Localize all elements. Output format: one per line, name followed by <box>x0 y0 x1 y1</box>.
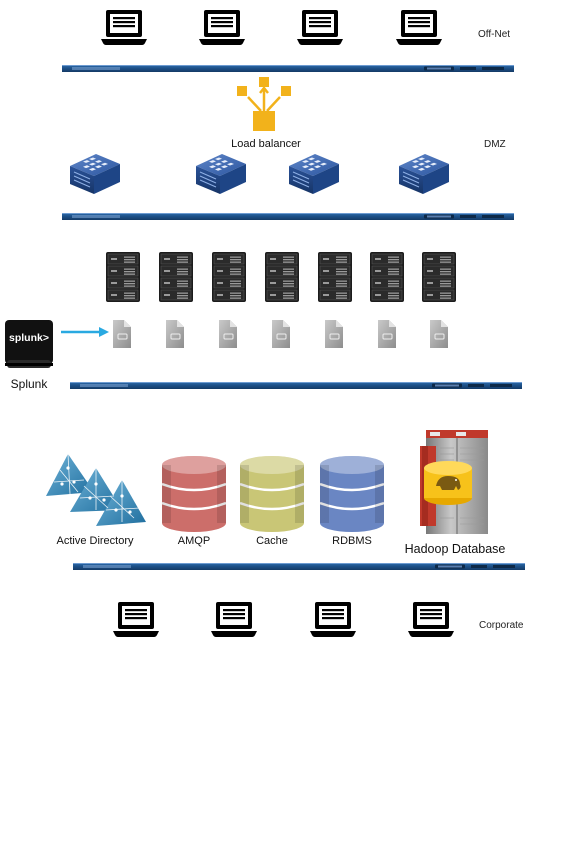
cache-label: Cache <box>256 535 288 547</box>
log-file-icon <box>377 320 397 348</box>
hadoop-database-icon <box>420 430 488 534</box>
database-icon-rdbms <box>320 455 384 533</box>
arrow-icon <box>61 327 109 337</box>
zone-label-corporate: Corporate <box>479 620 524 631</box>
network-switch-icon <box>62 65 514 72</box>
laptop-icon <box>199 10 245 45</box>
log-file-icon <box>165 320 185 348</box>
firewall-icon <box>69 153 121 195</box>
splunk-logo-text: splunk> <box>9 332 49 344</box>
firewall-icon <box>398 153 450 195</box>
load-balancer-icon <box>237 77 291 131</box>
log-file-icon <box>324 320 344 348</box>
log-file-icon <box>218 320 238 348</box>
database-icon-amqp <box>162 455 226 533</box>
server-rack-icon <box>265 252 299 302</box>
server-rack-icon <box>159 252 193 302</box>
zone-label-dmz: DMZ <box>484 139 506 150</box>
laptop-icon <box>101 10 147 45</box>
splunk-label: Splunk <box>10 377 48 391</box>
laptop-icon <box>408 602 454 637</box>
database-icon-cache <box>240 455 304 533</box>
server-rack-icon <box>212 252 246 302</box>
server-rack-icon <box>422 252 456 302</box>
rdbms-label: RDBMS <box>332 535 372 547</box>
server-rack-icon <box>370 252 404 302</box>
laptop-icon <box>310 602 356 637</box>
laptop-icon <box>211 602 257 637</box>
laptop-icon <box>113 602 159 637</box>
laptop-icon <box>396 10 442 45</box>
log-files-row <box>0 318 576 350</box>
server-rack-icon <box>106 252 140 302</box>
active-directory-label: Active Directory <box>56 535 134 547</box>
network-switch-icon <box>73 563 525 570</box>
firewall-icon <box>288 153 340 195</box>
hadoop-database-label: Hadoop Database <box>404 542 506 556</box>
laptop-icon <box>297 10 343 45</box>
network-switch-icon <box>62 213 514 220</box>
server-rack-icon <box>318 252 352 302</box>
load-balancer-label: Load balancer <box>231 138 301 150</box>
dmz-firewalls <box>0 148 576 198</box>
log-file-icon <box>429 320 449 348</box>
active-directory-icon <box>46 453 146 526</box>
server-row <box>0 252 576 304</box>
network-switch-icon <box>70 382 522 389</box>
splunk-appliance-icon <box>5 320 53 368</box>
log-file-icon <box>271 320 291 348</box>
amqp-label: AMQP <box>177 535 211 547</box>
zone-label-off-net: Off-Net <box>478 29 511 40</box>
firewall-icon <box>195 153 247 195</box>
log-file-icon <box>112 320 132 348</box>
